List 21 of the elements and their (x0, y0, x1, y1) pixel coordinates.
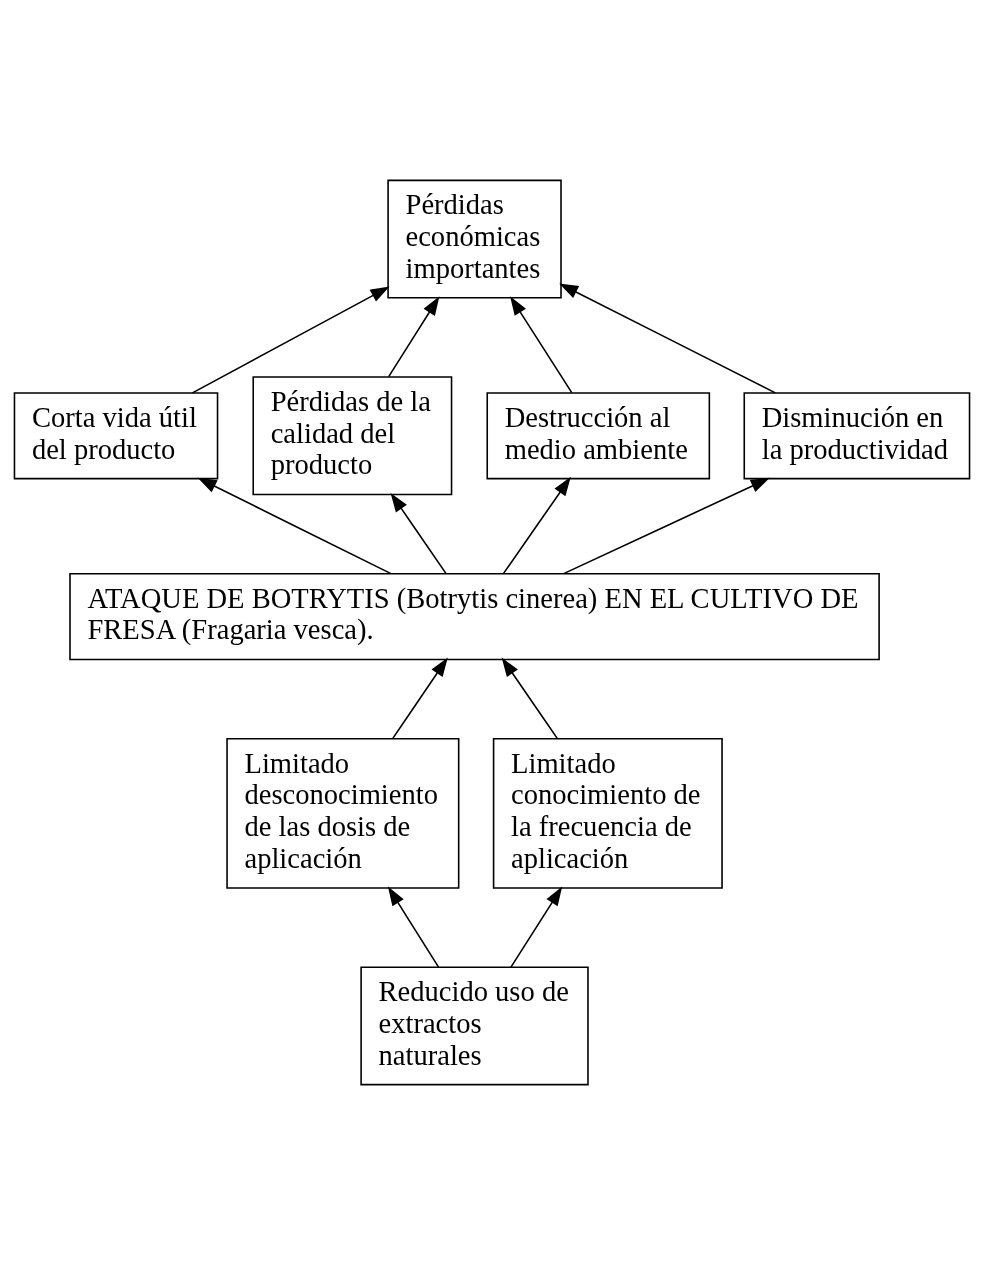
node-box: Disminución en la productividad (743, 392, 971, 480)
arrow (390, 492, 447, 575)
node-box: Limitado conocimiento de la frecuencia de aplicación (492, 738, 723, 889)
arrow (197, 477, 392, 575)
node-box: Pérdidas de la calidad del producto (252, 376, 453, 496)
arrow (387, 886, 440, 968)
arrow (510, 886, 563, 968)
node-box: Corta vida útil del producto (13, 392, 219, 480)
arrow (502, 476, 571, 575)
arrow (391, 657, 448, 740)
node-box: Destrucción al medio ambiente (486, 392, 711, 480)
node-box: ATAQUE DE BOTRYTIS (Botrytis cinerea) EN EL CULTIVO DE FRESA (Fragaria vesca). (69, 573, 880, 661)
arrow (387, 296, 440, 378)
arrow (191, 286, 390, 394)
arrow (510, 296, 573, 394)
node-box: Reducido uso de extractos naturales (360, 966, 589, 1086)
arrow (501, 657, 559, 740)
node-box: Pérdidas económicas importantes (387, 179, 562, 299)
arrow (559, 283, 777, 394)
node-box: Limitado desconocimiento de las dosis de aplicación (226, 738, 460, 889)
arrow (562, 477, 770, 575)
